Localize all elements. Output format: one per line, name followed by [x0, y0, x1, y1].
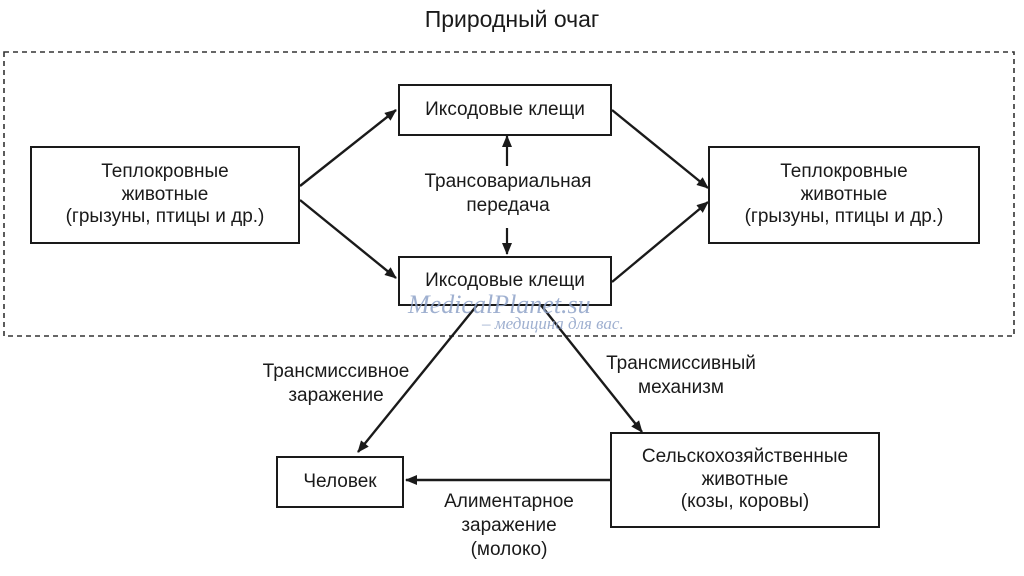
label-alimentary: Алиментарное заражение (молоко)	[444, 491, 574, 560]
natural-focus-boundary	[3, 51, 1015, 337]
box-warm-blooded-right: Теплокровные животные (грызуны, птицы и …	[708, 146, 980, 244]
box-human: Человек	[276, 456, 404, 508]
label-transmissive-infection: Трансмиссивное заражение	[262, 361, 410, 406]
box-warm-blooded-left-label: Теплокровные животные (грызуны, птицы и …	[65, 160, 265, 228]
label-transmissive-mechanism: Трансмиссивный механизм	[606, 353, 756, 398]
diagram-title: Природный очаг	[424, 6, 600, 32]
box-warm-blooded-left: Теплокровные животные (грызуны, птицы и …	[30, 146, 300, 244]
box-ticks-bottom-label: Иксодовые клещи	[425, 269, 585, 291]
arrow-bottom-ticks-to-right-animals	[611, 201, 709, 283]
box-livestock-label: Сельскохозяйственные животные (козы, кор…	[641, 445, 849, 513]
box-ticks-top-label: Иксодовые клещи	[425, 98, 585, 120]
arrow-left-animals-to-bottom-ticks	[299, 199, 397, 279]
arrow-ticks-to-human	[357, 303, 479, 453]
label-transovarial: Трансовариальная передача	[404, 170, 612, 218]
watermark-tagline: – медицина для вас.	[482, 314, 624, 333]
box-ticks-top: Иксодовые клещи	[398, 84, 612, 136]
arrow-top-ticks-to-right-animals	[611, 109, 709, 189]
box-livestock: Сельскохозяйственные животные (козы, кор…	[610, 432, 880, 528]
box-human-label: Человек	[303, 470, 377, 492]
arrow-ticks-to-livestock	[539, 303, 643, 433]
box-warm-blooded-right-label: Теплокровные животные (грызуны, птицы и …	[744, 160, 944, 228]
watermark-site: MedicalPlanet.su	[408, 290, 591, 319]
box-ticks-bottom: Иксодовые клещи	[398, 256, 612, 306]
arrow-left-animals-to-top-ticks	[299, 109, 397, 187]
